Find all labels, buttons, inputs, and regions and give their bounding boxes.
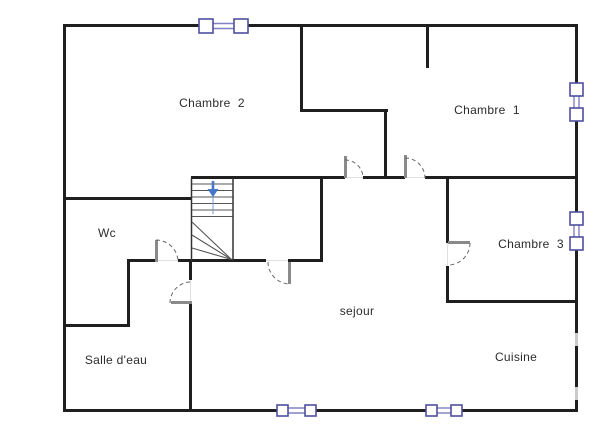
door-leaf <box>288 262 291 284</box>
wall <box>63 24 578 27</box>
door-leaf <box>171 301 192 304</box>
wall <box>384 109 387 178</box>
wall-opening <box>575 333 578 346</box>
wall <box>191 176 345 179</box>
window-endpoint <box>276 404 289 417</box>
wall <box>127 259 156 262</box>
door-swing-arc <box>155 239 179 263</box>
door-leaf <box>155 240 158 262</box>
door-leaf <box>404 155 407 178</box>
door-threshold <box>266 260 288 261</box>
window-endpoint <box>569 107 584 122</box>
window-gap <box>277 407 316 414</box>
room-label-sejour: sejour <box>339 304 375 318</box>
room-label-salle-deau: Salle d'eau <box>84 353 148 367</box>
room-label-chambre-3: Chambre 3 <box>498 237 564 251</box>
window-endpoint <box>450 404 463 417</box>
door-swing-arc <box>344 159 364 179</box>
room-label-chambre-1: Chambre 1 <box>454 103 520 117</box>
stair-winder <box>191 221 232 260</box>
door-swing-arc <box>267 261 291 285</box>
wall <box>63 409 578 412</box>
door-swing-arc <box>447 242 471 266</box>
stair-winder <box>191 247 232 261</box>
window-endpoint <box>425 404 438 417</box>
door-swing-arc <box>404 157 426 179</box>
window-gap <box>573 83 580 121</box>
wall <box>288 259 323 262</box>
wall <box>189 302 192 412</box>
room-label-cuisine: Cuisine <box>494 350 538 364</box>
window-endpoint <box>304 404 317 417</box>
door-threshold <box>190 280 191 302</box>
door-threshold <box>447 243 448 266</box>
door-swing-arc <box>169 281 192 304</box>
window-endpoint <box>569 236 584 251</box>
wall <box>363 176 405 179</box>
wall <box>189 262 192 280</box>
window-gap <box>426 407 462 414</box>
stair-arrow-head <box>207 189 219 197</box>
window-endpoint <box>569 211 584 226</box>
door-threshold <box>407 177 425 178</box>
window-gap <box>199 22 248 30</box>
door-threshold <box>158 260 178 261</box>
wall <box>446 176 449 243</box>
wall <box>320 176 323 262</box>
wall <box>300 109 388 112</box>
wall <box>446 300 578 303</box>
window-endpoint <box>569 82 584 97</box>
room-label-wc: Wc <box>98 226 116 240</box>
wall <box>127 259 130 327</box>
wall <box>425 176 578 179</box>
room-label-chambre-2: Chambre 2 <box>179 96 245 110</box>
window-gap <box>573 212 580 250</box>
wall <box>300 24 303 111</box>
door-threshold <box>347 177 363 178</box>
window-endpoint <box>233 18 249 34</box>
wall-opening <box>575 387 578 400</box>
wall <box>63 24 66 412</box>
wall <box>63 197 191 200</box>
wall <box>446 266 449 303</box>
window-endpoint <box>198 18 214 34</box>
wall <box>426 24 429 68</box>
wall <box>178 259 266 262</box>
stair-winder <box>191 234 232 260</box>
door-leaf <box>448 241 470 244</box>
door-leaf <box>344 156 347 178</box>
wall <box>63 324 130 327</box>
